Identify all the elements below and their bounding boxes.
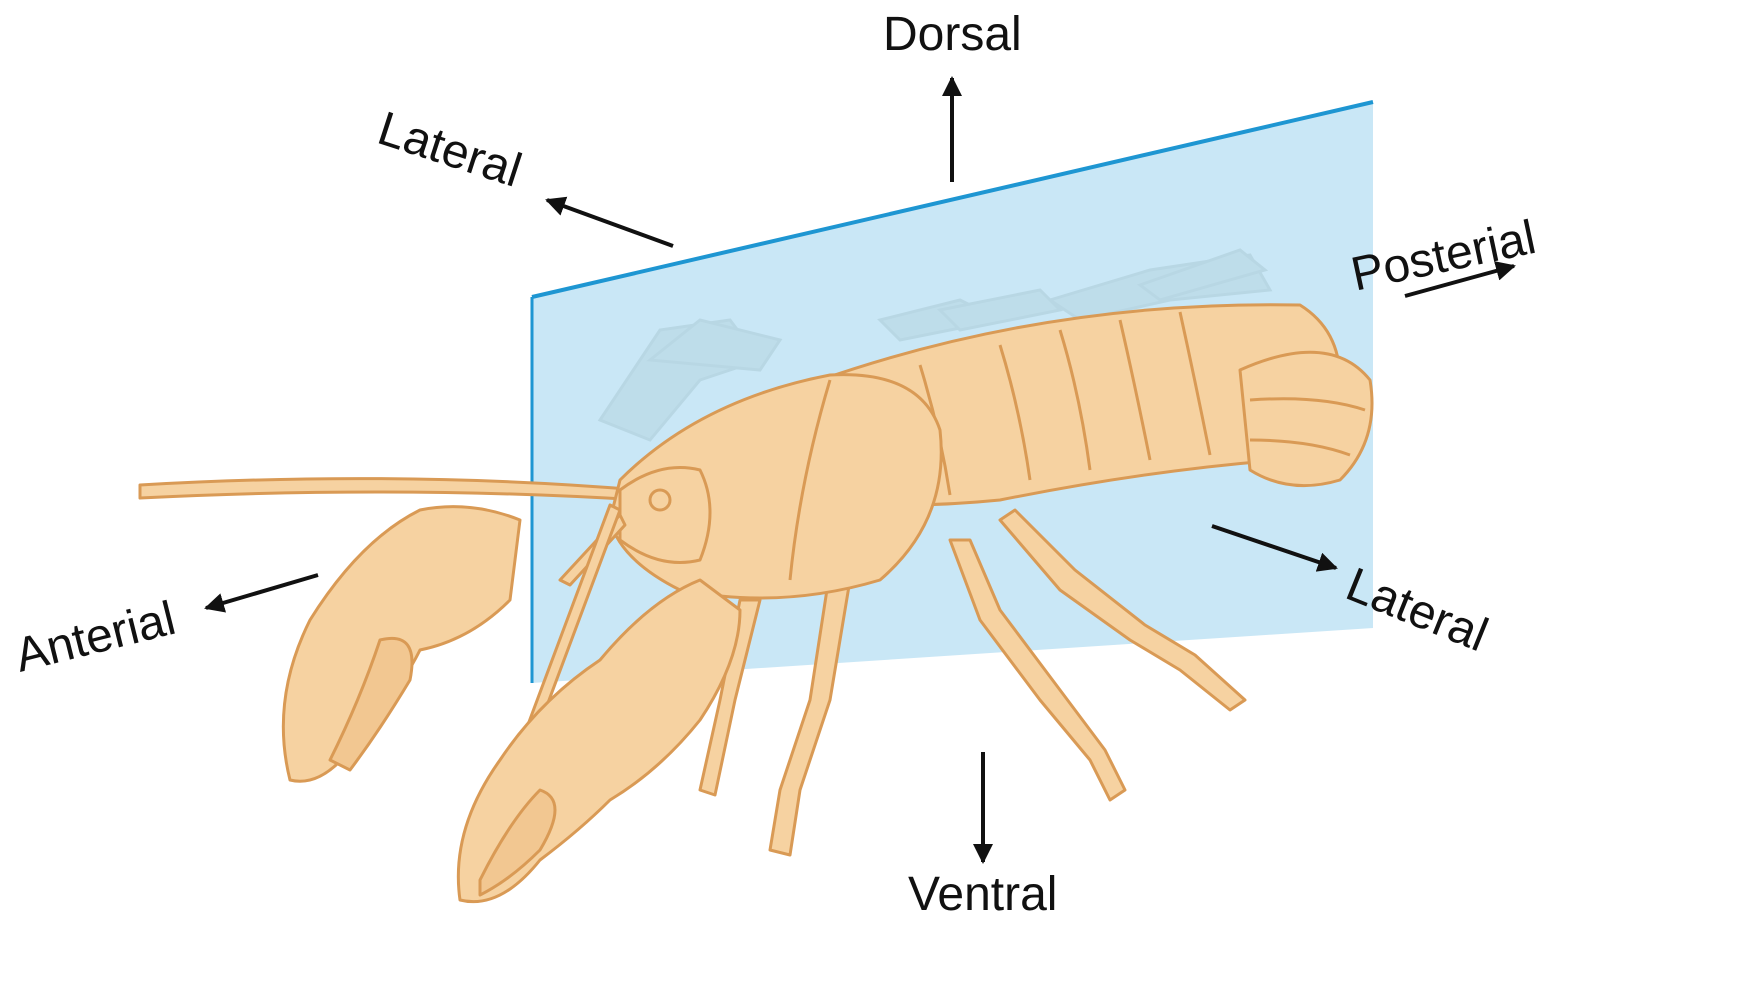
label-dorsal: Dorsal: [883, 8, 1022, 61]
label-posterior: Posterial: [1347, 211, 1541, 302]
tail-fan: [1240, 352, 1372, 485]
label-anterior: Anterial: [10, 592, 181, 683]
arrow-lateral-left: [547, 200, 673, 246]
label-lateral-left: Lateral: [372, 102, 528, 198]
head: [620, 468, 710, 563]
label-ventral: Ventral: [908, 868, 1057, 921]
label-lateral-right: Lateral: [1339, 558, 1495, 662]
arrow-anterior: [206, 575, 318, 608]
eye: [650, 490, 670, 510]
